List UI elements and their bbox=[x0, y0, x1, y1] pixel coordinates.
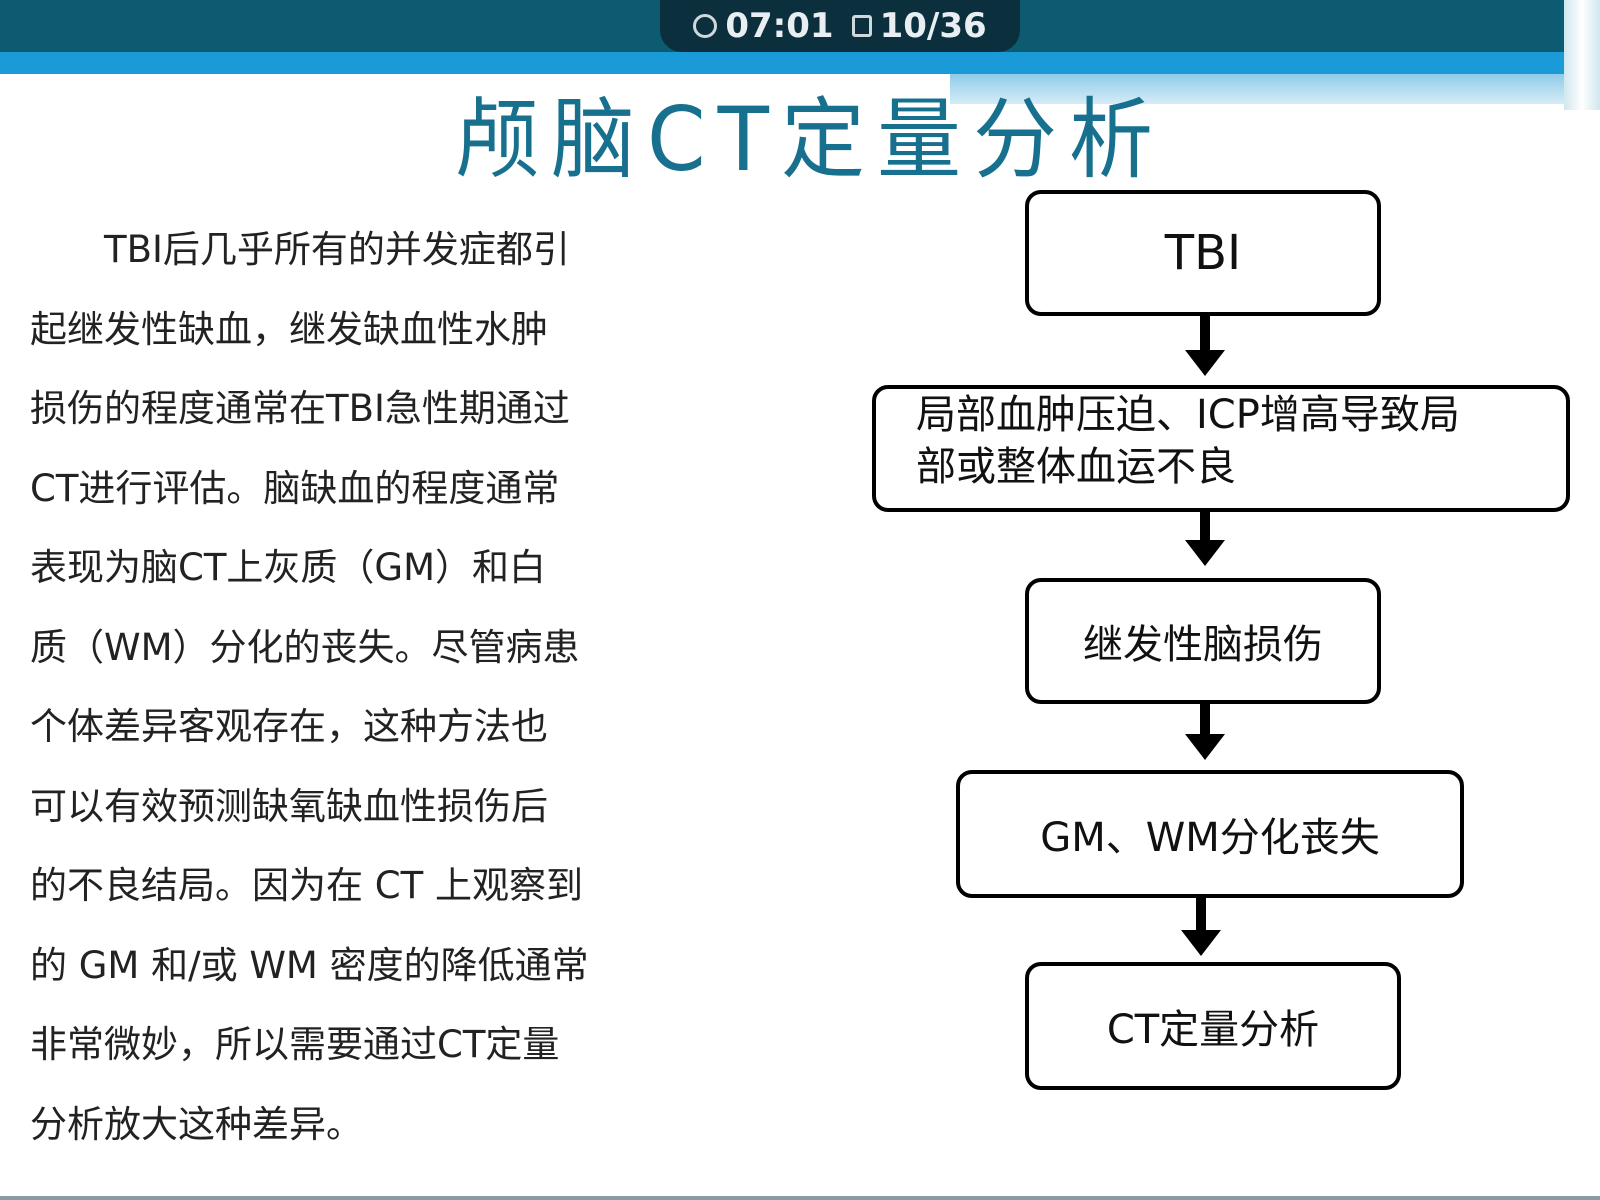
body-line: 起继发性缺血，继发缺血性水肿 bbox=[30, 307, 548, 351]
body-line: 损伤的程度通常在TBI急性期通过 bbox=[30, 387, 570, 430]
flow-box-gm-wm-loss: GM、WM分化丧失 bbox=[956, 770, 1464, 898]
arrow-down-icon bbox=[1185, 512, 1225, 566]
body-line: 可以有效预测缺氧缺血性损伤后 bbox=[30, 784, 548, 828]
clock-icon bbox=[693, 14, 718, 38]
flow-box-secondary-injury: 继发性脑损伤 bbox=[1025, 578, 1381, 704]
slide-icon bbox=[851, 15, 872, 37]
body-line: 的不良结局。因为在 CT 上观察到 bbox=[30, 864, 583, 907]
slide-title: 颅脑CT定量分析 bbox=[455, 87, 1165, 191]
bottom-border bbox=[0, 1196, 1600, 1200]
body-line: 质（WM）分化的丧失。尽管病患 bbox=[30, 625, 580, 669]
flow-box-hematoma: 局部血肿压迫、ICP增高导致局 部或整体血运不良 bbox=[872, 385, 1570, 512]
arrow-down-icon bbox=[1185, 316, 1225, 376]
page-counter: 10/36 bbox=[879, 6, 987, 46]
arrow-down-icon bbox=[1185, 704, 1225, 760]
arrow-down-icon bbox=[1181, 898, 1221, 956]
body-line: 非常微妙，所以需要通过CT定量 bbox=[30, 1023, 560, 1066]
body-line: 表现为脑CT上灰质（GM）和白 bbox=[30, 546, 547, 589]
flow-box-ct-quant: CT定量分析 bbox=[1025, 962, 1401, 1090]
body-line: CT进行评估。脑缺血的程度通常 bbox=[30, 466, 560, 510]
window-edge bbox=[1564, 0, 1600, 110]
body-line: 个体差异客观存在，这种方法也 bbox=[30, 705, 548, 748]
body-paragraph: TBI后几乎所有的并发症都引 起继发性缺血，继发缺血性水肿 损伤的程度通常在TB… bbox=[30, 210, 730, 1164]
elapsed-time: 07:01 bbox=[725, 6, 834, 46]
header-stripe bbox=[0, 52, 1600, 74]
flow-box-tbi: TBI bbox=[1025, 190, 1381, 316]
flow-box-line: 局部血肿压迫、ICP增高导致局 bbox=[916, 392, 1460, 438]
header-decoration bbox=[950, 74, 1570, 104]
body-line: 的 GM 和/或 WM 密度的降低通常 bbox=[30, 943, 589, 987]
player-status: 07:01 10/36 bbox=[660, 0, 1020, 52]
flow-box-line: 部或整体血运不良 bbox=[916, 444, 1236, 490]
body-line: TBI后几乎所有的并发症都引 bbox=[30, 228, 570, 271]
body-line: 分析放大这种差异。 bbox=[30, 1102, 363, 1146]
